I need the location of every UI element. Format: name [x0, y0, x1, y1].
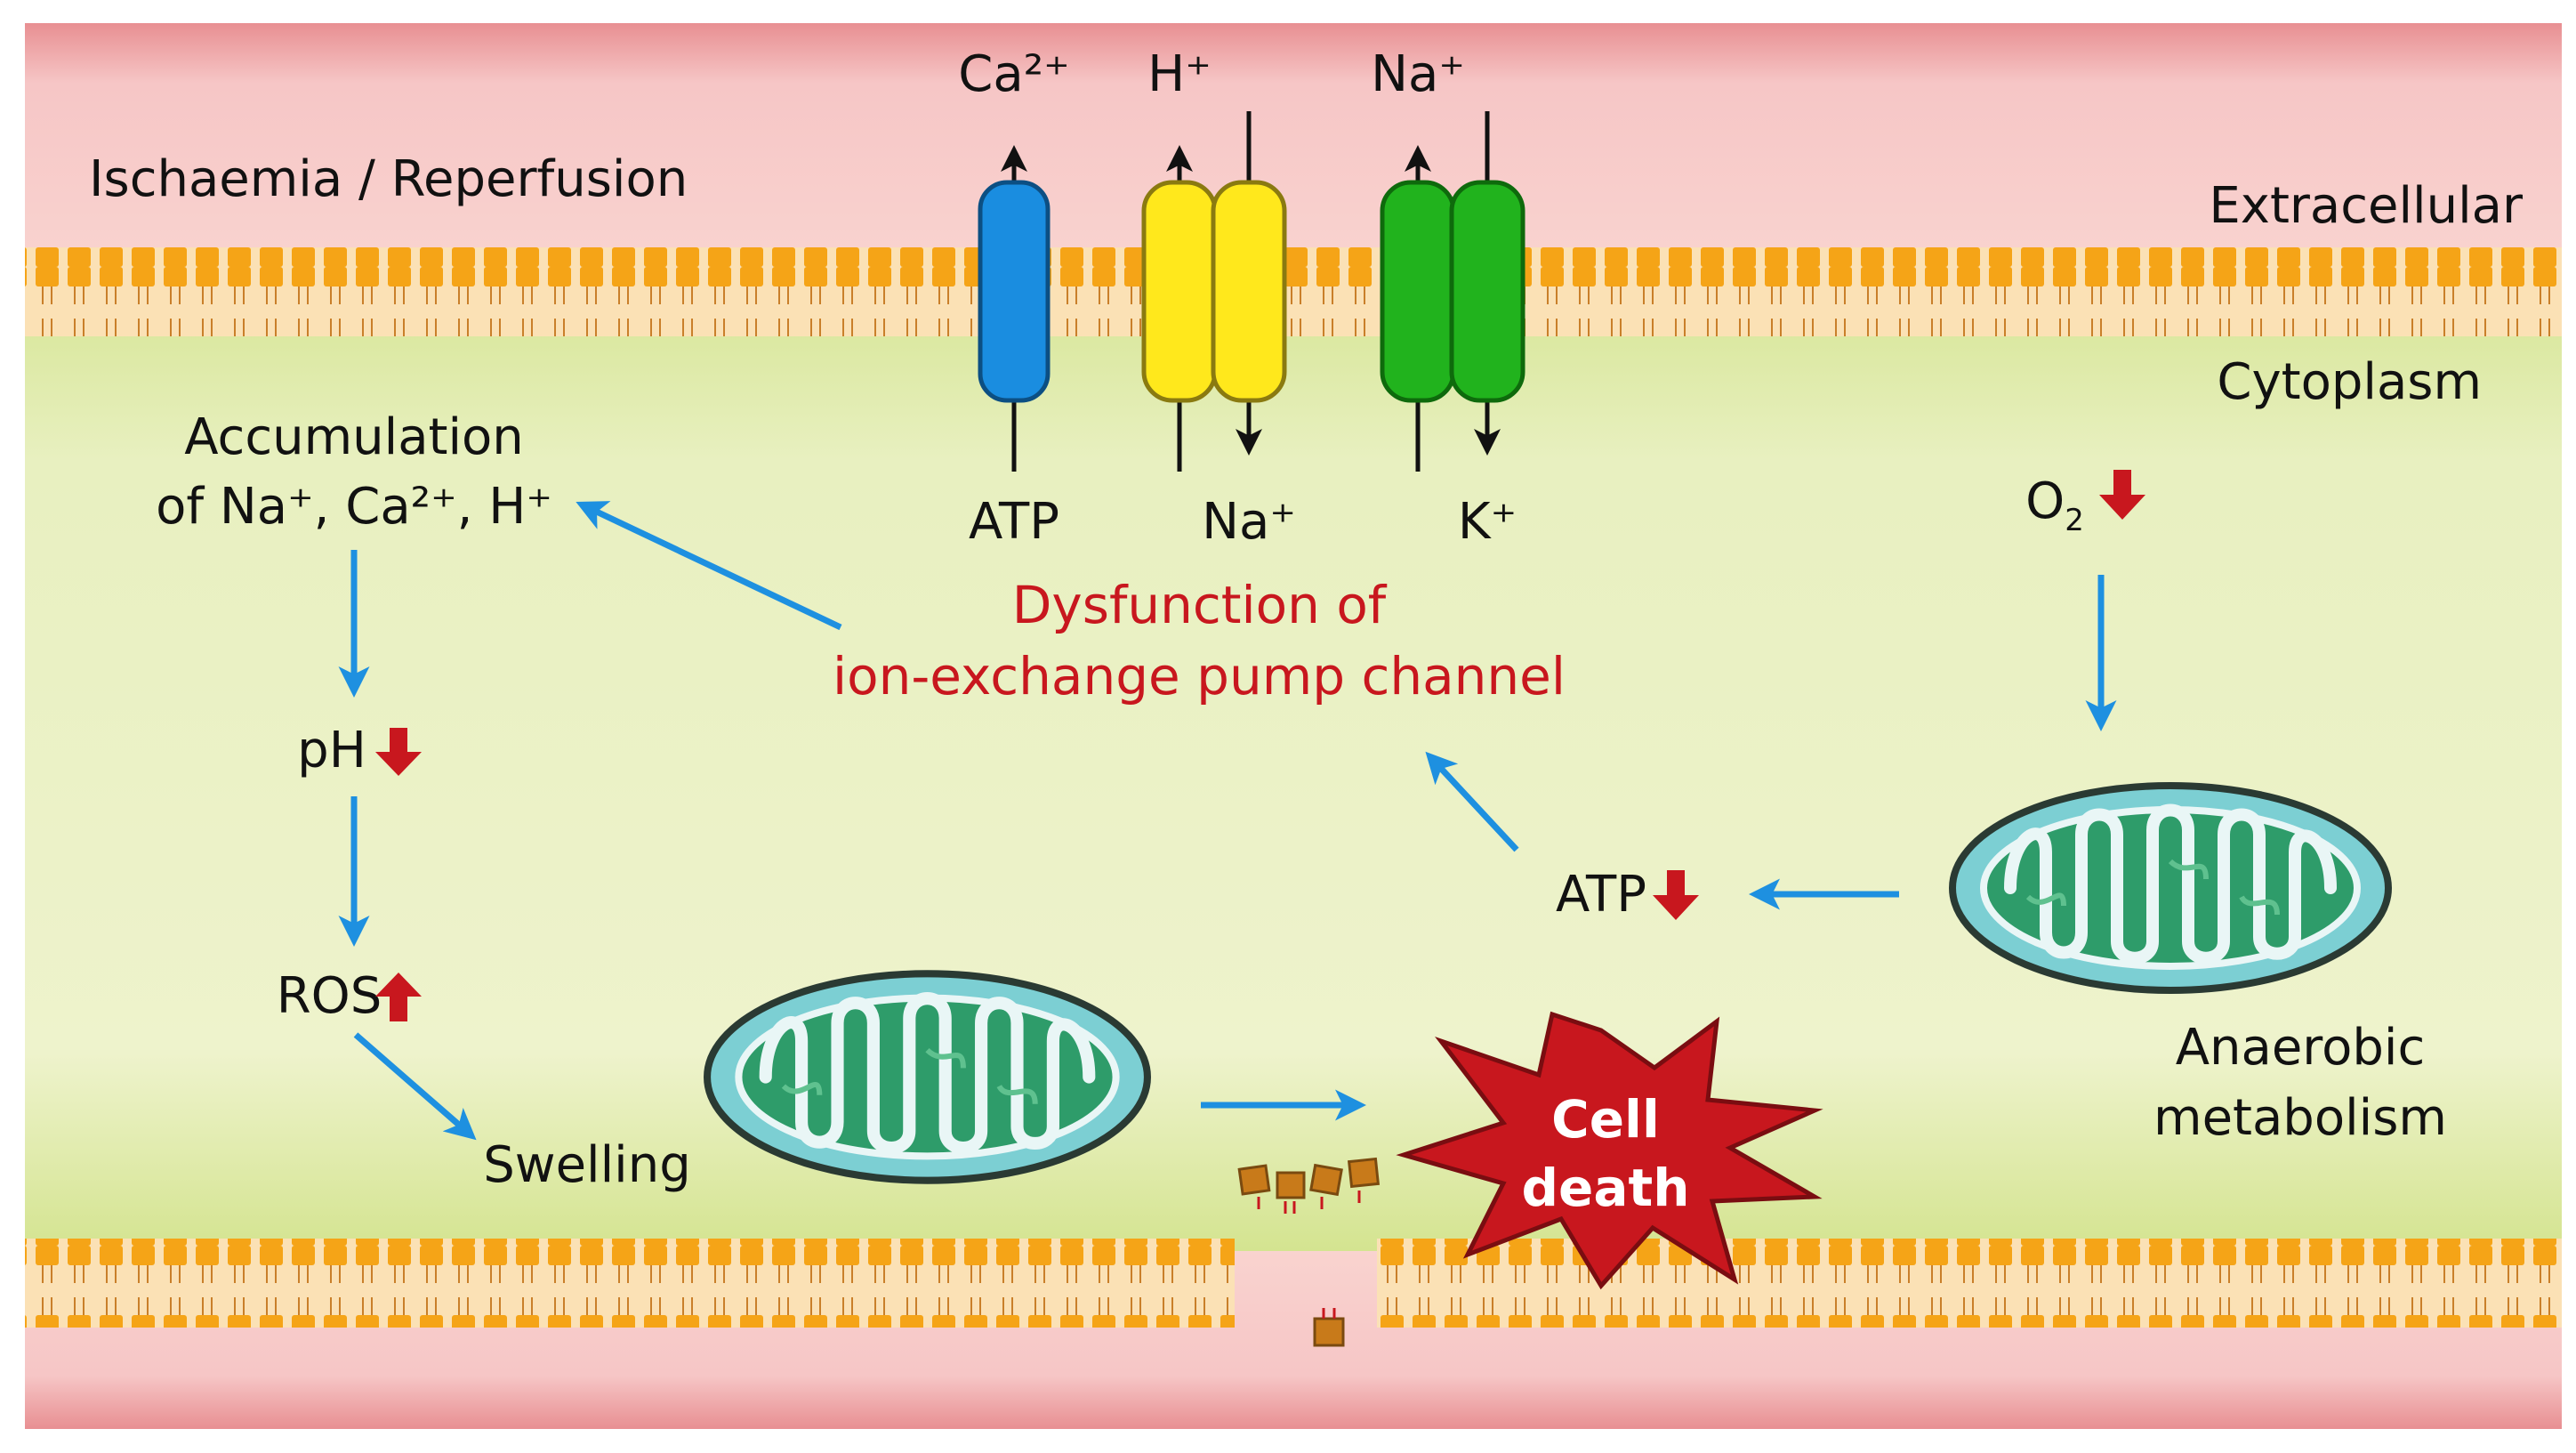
bottom-membrane-left [25, 1239, 1235, 1328]
cytoplasm-region [25, 263, 2562, 1251]
cell-death-label-line1: Cell [1551, 1089, 1660, 1150]
accumulation-label-line1: Accumulation [184, 408, 524, 466]
atp-decrease-icon [1653, 870, 1699, 920]
ros-increase-icon [375, 973, 422, 1021]
channel-bottom-label-atp: ATP [969, 493, 1059, 551]
o2-decrease-icon [2099, 470, 2145, 520]
anaerobic-mitochondrion [1952, 786, 2388, 990]
top-membrane [25, 247, 2562, 336]
scenario-label: Ischaemia / Reperfusion [89, 150, 688, 208]
dysfunction-label-line2: ion-exchange pump channel [833, 646, 1566, 706]
cell-death-label-line2: death [1521, 1158, 1689, 1218]
arrow-atp-to-dysfunction [1425, 751, 1519, 852]
channel-sodium-potassium-pump [1380, 111, 1525, 472]
channel-top-ion-hydrogen: H⁺ [1147, 45, 1212, 103]
extracellular-label: Extracellular [2209, 177, 2524, 235]
bottom-membrane-right [1377, 1239, 2562, 1328]
anaerobic-label-line1: Anaerobic [2176, 1019, 2426, 1077]
channel-bottom-label-potassium: K⁺ [1458, 493, 1517, 551]
channel-top-ion-sodium: Na⁺ [1371, 45, 1465, 103]
channel-bottom-label-sodium: Na⁺ [1202, 493, 1296, 551]
arrow-ros-to-swelling [353, 1032, 477, 1141]
channel-calcium-pump [978, 145, 1051, 472]
dysfunction-label-line1: Dysfunction of [1012, 575, 1388, 635]
membrane-fragments [1237, 1157, 1381, 1347]
ph-label: pH [297, 722, 366, 779]
ros-label: ROS [277, 967, 382, 1025]
channel-top-ion-calcium: Ca²⁺ [958, 45, 1069, 103]
extracellular-region [25, 23, 2562, 263]
cell-death-burst [1396, 1011, 1823, 1290]
o2-label: O2 [2025, 472, 2084, 538]
swelling-label: Swelling [483, 1136, 691, 1194]
anaerobic-label-line2: metabolism [2153, 1089, 2447, 1147]
swollen-mitochondrion [707, 973, 1147, 1180]
atp-level-label: ATP [1556, 866, 1646, 924]
channel-sodium-hydrogen-exchanger [1141, 111, 1287, 472]
accumulation-label-line2: of Na⁺, Ca²⁺, H⁺ [156, 478, 552, 536]
ph-decrease-icon [375, 728, 422, 776]
cytoplasm-label: Cytoplasm [2217, 353, 2482, 411]
arrow-dysfunction-to-accumulation [576, 501, 842, 631]
